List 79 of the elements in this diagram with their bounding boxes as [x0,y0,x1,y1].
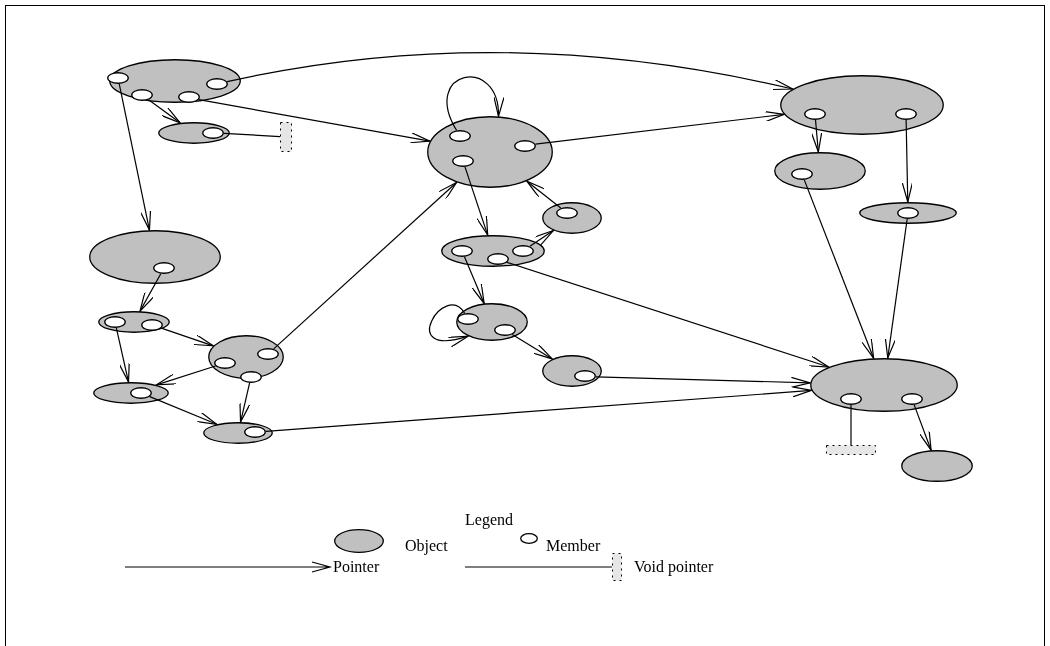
member-ellipse [895,108,917,120]
object-ellipse [542,355,602,387]
object-ellipse [859,202,957,224]
object-ellipse [780,75,944,135]
member-ellipse [452,155,474,167]
member-ellipse [457,313,479,325]
member-ellipse [901,393,923,405]
legend-label: Object [405,538,448,554]
object-ellipse [774,152,866,190]
member-ellipse [257,348,279,360]
pointer-arrow [149,396,218,425]
member-ellipse [202,127,224,139]
member-ellipse [244,426,266,438]
void-box [280,122,292,152]
void-box [826,445,876,455]
member-ellipse [240,371,262,383]
object-ellipse [93,382,169,404]
pointer-arrow [534,111,785,145]
member-ellipse [487,253,509,265]
pointer-arrow [463,256,485,305]
member-ellipse [494,324,516,336]
member-ellipse [178,91,200,103]
member-ellipse [840,393,862,405]
legend-heading: Legend [465,512,513,528]
member-ellipse [556,207,578,219]
member-ellipse [804,108,826,120]
object-ellipse [203,422,273,444]
pointer-arrow [429,304,469,347]
member-ellipse [131,89,153,101]
member-ellipse [791,168,813,180]
object-ellipse [109,59,241,103]
member-ellipse [897,207,919,219]
member-ellipse [574,370,596,382]
object-ellipse [89,230,221,284]
object-ellipse [441,235,545,267]
object-ellipse [456,303,528,341]
connector-line [850,404,852,446]
pointer-arrow [265,386,813,432]
pointer-arrow [148,99,181,124]
pointer-arrow [811,119,823,153]
pointer-arrow [273,181,458,350]
pointer-arrow [464,166,489,236]
member-ellipse [512,245,534,257]
legend-label: Void pointer [634,559,714,575]
member-ellipse [107,72,129,84]
pointer-arrow [526,180,562,209]
member-ellipse [514,140,536,152]
pointer-arrow [529,229,554,247]
object-ellipse [901,450,973,482]
pointer-arrow [901,119,913,203]
pointer-arrow [913,404,932,451]
pointer-arrow [118,83,152,231]
pointer-arrow [226,52,794,91]
pointer-arrow [511,333,553,360]
member-ellipse [451,245,473,257]
object-ellipse [427,116,553,188]
pointer-arrow [160,327,214,347]
pointer-arrow [506,261,830,368]
member-ellipse [449,130,471,142]
object-ellipse [810,358,958,412]
member-ellipse [214,357,236,369]
pointer-arrow [155,365,217,386]
object-ellipse [158,122,230,144]
member-ellipse [153,262,175,274]
object-ellipse [98,311,170,333]
member-ellipse [130,387,152,399]
pointer-arrow [239,382,251,423]
pointer-arrow [198,99,431,144]
connector-line [223,132,281,138]
legend-label: Member [546,538,601,554]
pointer-arrow [884,218,908,359]
member-ellipse [206,78,228,90]
legend-label: Pointer [333,559,380,575]
pointer-arrow [446,76,503,131]
member-ellipse [104,316,126,328]
object-ellipse [542,202,602,234]
pointer-arrow [595,376,811,388]
pointer-arrow [115,327,130,383]
member-ellipse [141,319,163,331]
